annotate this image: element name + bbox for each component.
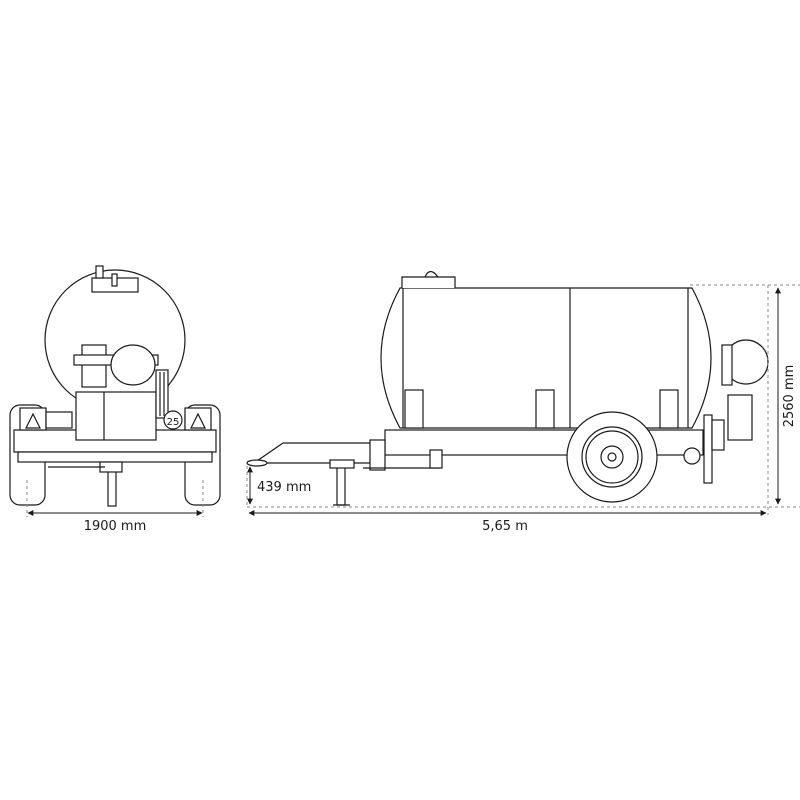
jack-front	[107, 469, 117, 507]
saddle-1	[404, 389, 424, 429]
vent-pipe	[95, 265, 104, 279]
hatch-clamp	[111, 273, 118, 287]
rear-post	[703, 414, 713, 484]
rear-box	[727, 394, 753, 441]
speed-badge-text: 25	[167, 417, 180, 428]
engine-round	[110, 344, 156, 386]
drawbar	[252, 442, 385, 464]
pump-block	[81, 344, 107, 388]
front-view: 25	[9, 265, 221, 507]
engine-box	[75, 391, 157, 441]
support-leg	[429, 449, 443, 469]
hitch-height-label: 439 mm	[257, 480, 311, 495]
tank-side	[380, 287, 712, 429]
dimension-lines	[26, 284, 800, 517]
track-width-label: 1900 mm	[84, 519, 147, 534]
hub	[600, 445, 624, 469]
saddle-3	[659, 389, 679, 429]
wheel-side	[566, 411, 658, 503]
axle-beam	[17, 451, 213, 463]
height-label: 2560 mm	[782, 365, 797, 428]
lamp-left	[19, 407, 47, 431]
speed-badge	[163, 410, 183, 430]
side-view	[246, 270, 769, 506]
hitch-eye	[246, 459, 268, 467]
hose-reel	[155, 369, 169, 419]
length-label: 5,65 m	[482, 519, 528, 534]
saddle-2	[535, 389, 555, 429]
bracket-left	[45, 411, 73, 429]
lamp-right	[184, 407, 212, 431]
jack-side	[336, 464, 346, 506]
hatch-side	[401, 276, 456, 288]
rim	[581, 426, 643, 488]
